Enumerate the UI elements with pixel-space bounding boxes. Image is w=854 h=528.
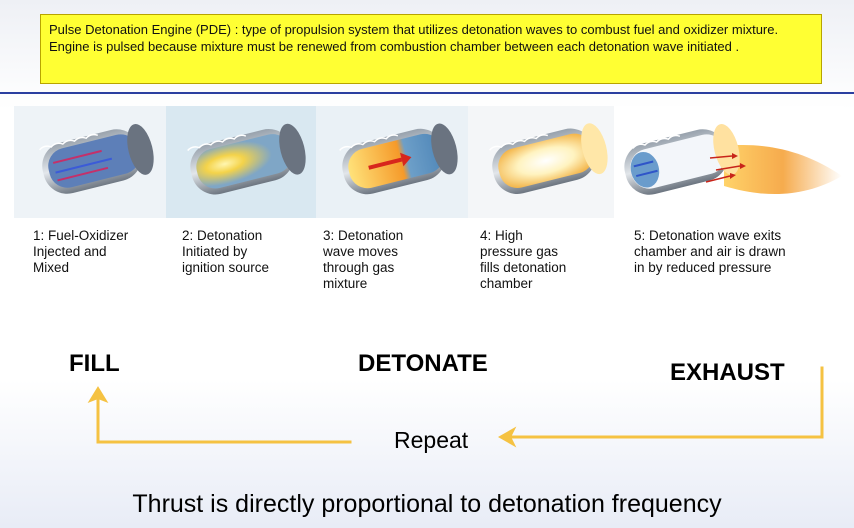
- caption-line: 3: Detonation: [323, 228, 404, 243]
- fill-label: FILL: [69, 350, 120, 377]
- stage-5-caption: 5: Detonation wave exits chamber and air…: [634, 228, 786, 276]
- caption-line: 2: Detonation: [182, 228, 263, 243]
- divider-line: [0, 92, 854, 94]
- caption-line: 1: Fuel-Oxidizer: [33, 228, 129, 243]
- stage-1-caption: 1: Fuel-Oxidizer Injected and Mixed: [33, 228, 128, 276]
- caption-line: chamber and air is drawn: [634, 244, 786, 259]
- repeat-label: Repeat: [394, 427, 469, 453]
- stage-3-image: [316, 106, 468, 218]
- caption-line: fills detonation: [480, 260, 567, 275]
- stage-2-image: [166, 106, 316, 218]
- detonate-label: DETONATE: [358, 350, 488, 377]
- caption-line: Initiated by: [182, 244, 248, 259]
- caption-line: wave moves: [323, 244, 399, 259]
- bottom-background: [0, 380, 854, 528]
- caption-line: mixture: [323, 276, 368, 291]
- caption-line: Mixed: [33, 260, 70, 275]
- caption-line: in by reduced pressure: [634, 260, 772, 275]
- exhaust-to-repeat-arrow: [508, 366, 824, 439]
- definition-text: Pulse Detonation Engine (PDE) : type of …: [49, 22, 779, 54]
- arrowhead-up-icon: [87, 386, 109, 403]
- stage-1-image: [14, 106, 166, 218]
- caption-line: 4: High: [480, 228, 523, 243]
- caption-line: ignition source: [182, 260, 270, 275]
- stage-2-caption: 2: Detonation Initiated by ignition sour…: [182, 228, 269, 276]
- caption-line: chamber: [480, 276, 533, 291]
- stage-4-image: [468, 106, 614, 218]
- stage-4-caption: 4: High pressure gas fills detonation ch…: [480, 228, 566, 292]
- exhaust-label: EXHAUST: [670, 359, 785, 386]
- arrowhead-left-icon: [497, 426, 517, 448]
- caption-line: 5: Detonation wave exits: [634, 228, 782, 243]
- caption-line: pressure gas: [480, 244, 559, 259]
- caption-line: Injected and: [33, 244, 107, 259]
- stage-3-caption: 3: Detonation wave moves through gas mix…: [323, 228, 403, 292]
- stage-5-image: [614, 106, 844, 218]
- repeat-to-fill-arrow: [96, 398, 352, 444]
- thrust-statement: Thrust is directly proportional to deton…: [132, 490, 722, 518]
- engine-stages-strip: [14, 106, 844, 218]
- caption-line: through gas: [323, 260, 395, 275]
- definition-box: Pulse Detonation Engine (PDE) : type of …: [40, 14, 822, 84]
